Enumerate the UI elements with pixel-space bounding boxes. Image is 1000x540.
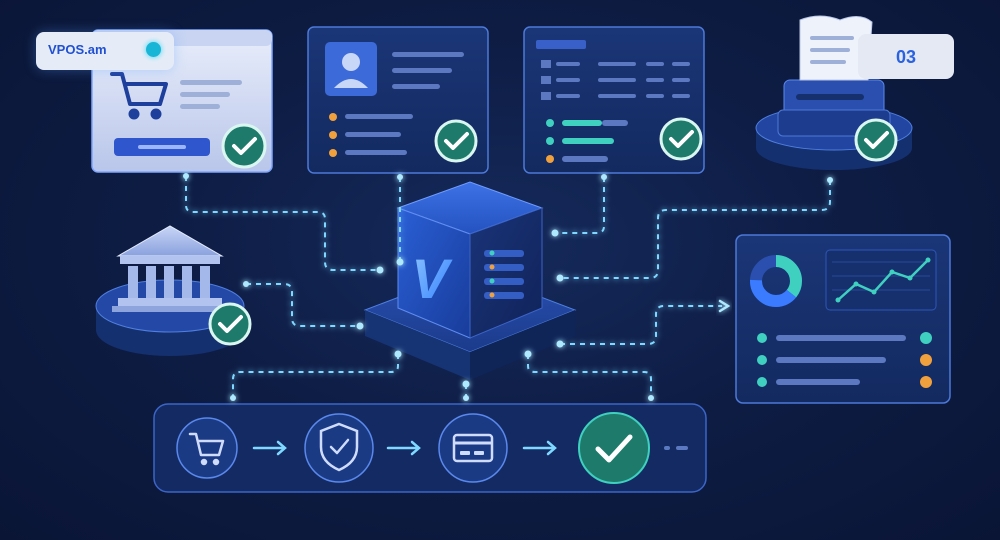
checkmark-icon (595, 434, 633, 463)
checkmark-icon (232, 137, 257, 155)
shield-check-icon (319, 422, 359, 472)
checkmark-icon (444, 132, 469, 150)
page-number-badge: 03 (858, 34, 954, 79)
brand-status-dot (146, 42, 161, 57)
analytics-panel (735, 234, 951, 404)
bank-check-badge (208, 302, 252, 346)
checkout-check-badge (221, 123, 267, 169)
connector-report-hub (555, 177, 605, 234)
flow-step-card (438, 413, 508, 483)
user-avatar-icon (334, 53, 368, 88)
donut-chart-icon (750, 255, 802, 307)
shopping-cart-icon (188, 432, 225, 466)
connector-hub-flow-left (232, 354, 399, 398)
credit-card-icon (452, 433, 494, 463)
bank (95, 225, 245, 356)
connector-bank-hub (246, 283, 360, 327)
report-panel (523, 26, 705, 174)
flow-arrow-3 (522, 440, 557, 456)
connector-hub-flow-right (527, 354, 652, 398)
trend-line (837, 259, 929, 301)
flow-arrow-2 (386, 440, 421, 456)
checkmark-icon (218, 315, 243, 333)
connector-printer-hub (560, 180, 831, 279)
checkmark-icon (864, 131, 889, 149)
receipt-printer-icon (777, 15, 891, 137)
printer-check-badge (854, 118, 898, 162)
bank-building-icon (112, 225, 228, 312)
payment-flow-bar (153, 403, 707, 493)
checkmark-icon (669, 130, 694, 148)
flow-arrow-1 (252, 440, 287, 456)
vpos-hub (363, 181, 577, 380)
flow-more-dots (664, 446, 688, 450)
flow-step-shield (304, 413, 374, 483)
connector-checkout-hub (185, 176, 380, 271)
connector-hub-analytics (560, 305, 722, 345)
hub-logo: V (411, 247, 453, 310)
profile-check-badge (434, 119, 478, 163)
shopping-cart-icon (110, 72, 168, 120)
page-number: 03 (895, 47, 917, 67)
flow-step-cart (176, 417, 238, 479)
report-check-badge (659, 117, 703, 161)
arrowhead-analytics (718, 299, 731, 313)
flow-step-success (578, 412, 650, 484)
brand-badge: VPOS.am (36, 32, 174, 70)
brand-name: VPOS.am (48, 42, 107, 57)
